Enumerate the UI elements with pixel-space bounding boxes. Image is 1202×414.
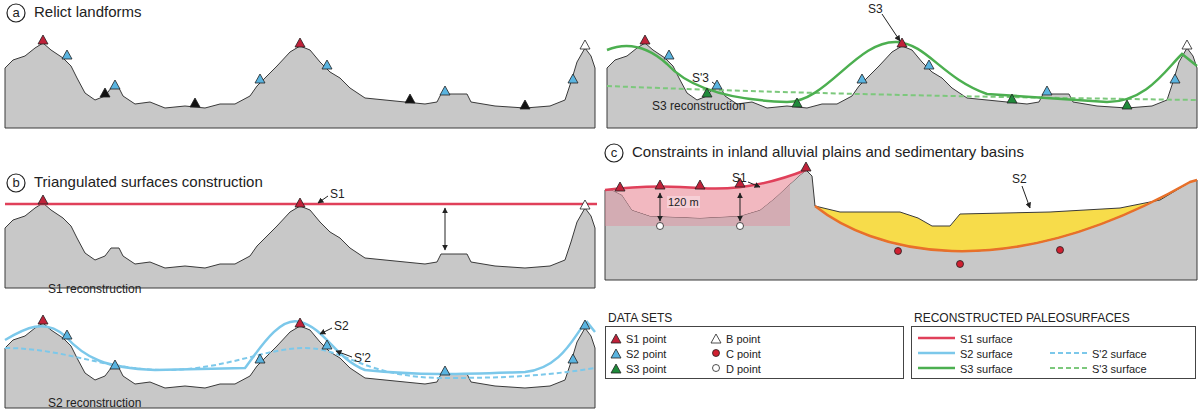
data-point [62,50,72,59]
data-point [792,98,802,107]
surface-label: S'3 [692,72,709,85]
data-point [190,98,200,107]
data-point [38,35,48,44]
data-point [568,74,578,83]
legend-text: S'3 surface [1092,363,1147,375]
data-point [110,360,120,369]
data-point [580,320,590,329]
data-point [520,100,530,109]
data-point [295,198,305,207]
data-point [1182,40,1192,49]
data-point [322,340,332,349]
profile-caption: S3 reconstruction [652,100,745,113]
panel-letter: c [611,146,618,160]
surface-label: S3 [868,3,883,16]
data-point [957,261,964,268]
data-point [568,354,578,363]
data-point [580,40,590,49]
data-point [664,50,674,59]
data-point [897,38,907,47]
data-point [1057,247,1064,254]
data-point [405,94,415,103]
legend-text: S3 point [626,363,666,375]
data-point [611,349,621,358]
surface-label: S1 [330,188,345,201]
legend-text: S3 surface [960,363,1013,375]
data-point [712,80,722,89]
legend-text: S2 surface [960,348,1013,360]
legend-text: S'2 surface [1092,348,1147,360]
dimension-label: 120 m [667,196,700,208]
surface-label: S2 [1012,173,1027,186]
surface-label: S1 [732,172,747,185]
data-point [611,364,621,373]
data-point [1042,86,1052,95]
data-point [640,35,650,44]
data-point [615,182,625,191]
data-point [440,366,450,375]
data-point [38,315,48,324]
data-point [857,74,867,83]
data-point [611,334,621,343]
data-point [295,38,305,47]
data-point [737,223,744,230]
panel-letter: b [12,176,19,190]
legend-text: C point [726,348,761,360]
legend-text: S1 point [626,333,666,345]
data-point [711,334,721,343]
legend-text: S2 point [626,348,666,360]
legend-text: D point [726,363,761,375]
profile-caption: S2 reconstruction [48,397,141,410]
panel-title: Triangulated surfaces construction [34,174,263,191]
panel-letter: a [12,6,19,20]
data-point [295,318,305,327]
surface-label: S'2 [354,352,371,365]
data-point [713,350,720,357]
legend-heading: DATA SETS [608,312,672,325]
data-point [38,195,48,204]
data-point [924,60,934,69]
data-point [255,74,265,83]
legend-text: S1 surface [960,333,1013,345]
data-point [110,80,120,89]
data-point [580,200,590,209]
data-point [62,330,72,339]
data-point [801,162,811,171]
data-point [440,86,450,95]
data-point [695,180,705,189]
legend-text: B point [726,333,760,345]
profile-caption: S1 reconstruction [48,283,141,296]
data-point [702,88,712,97]
panel-title: Constraints in inland alluvial plains an… [632,144,1024,161]
data-point [1122,100,1132,109]
legend-heading: RECONSTRUCTED PALEOSURFACES [914,312,1130,325]
data-point [895,248,902,255]
data-point [100,88,110,97]
data-point [1170,74,1180,83]
data-point [655,180,665,189]
data-point [1007,94,1017,103]
data-point [322,60,332,69]
data-point [657,223,664,230]
surface-label: S2 [334,320,349,333]
data-point [713,365,720,372]
data-point [255,354,265,363]
panel-title: Relict landforms [34,4,142,21]
